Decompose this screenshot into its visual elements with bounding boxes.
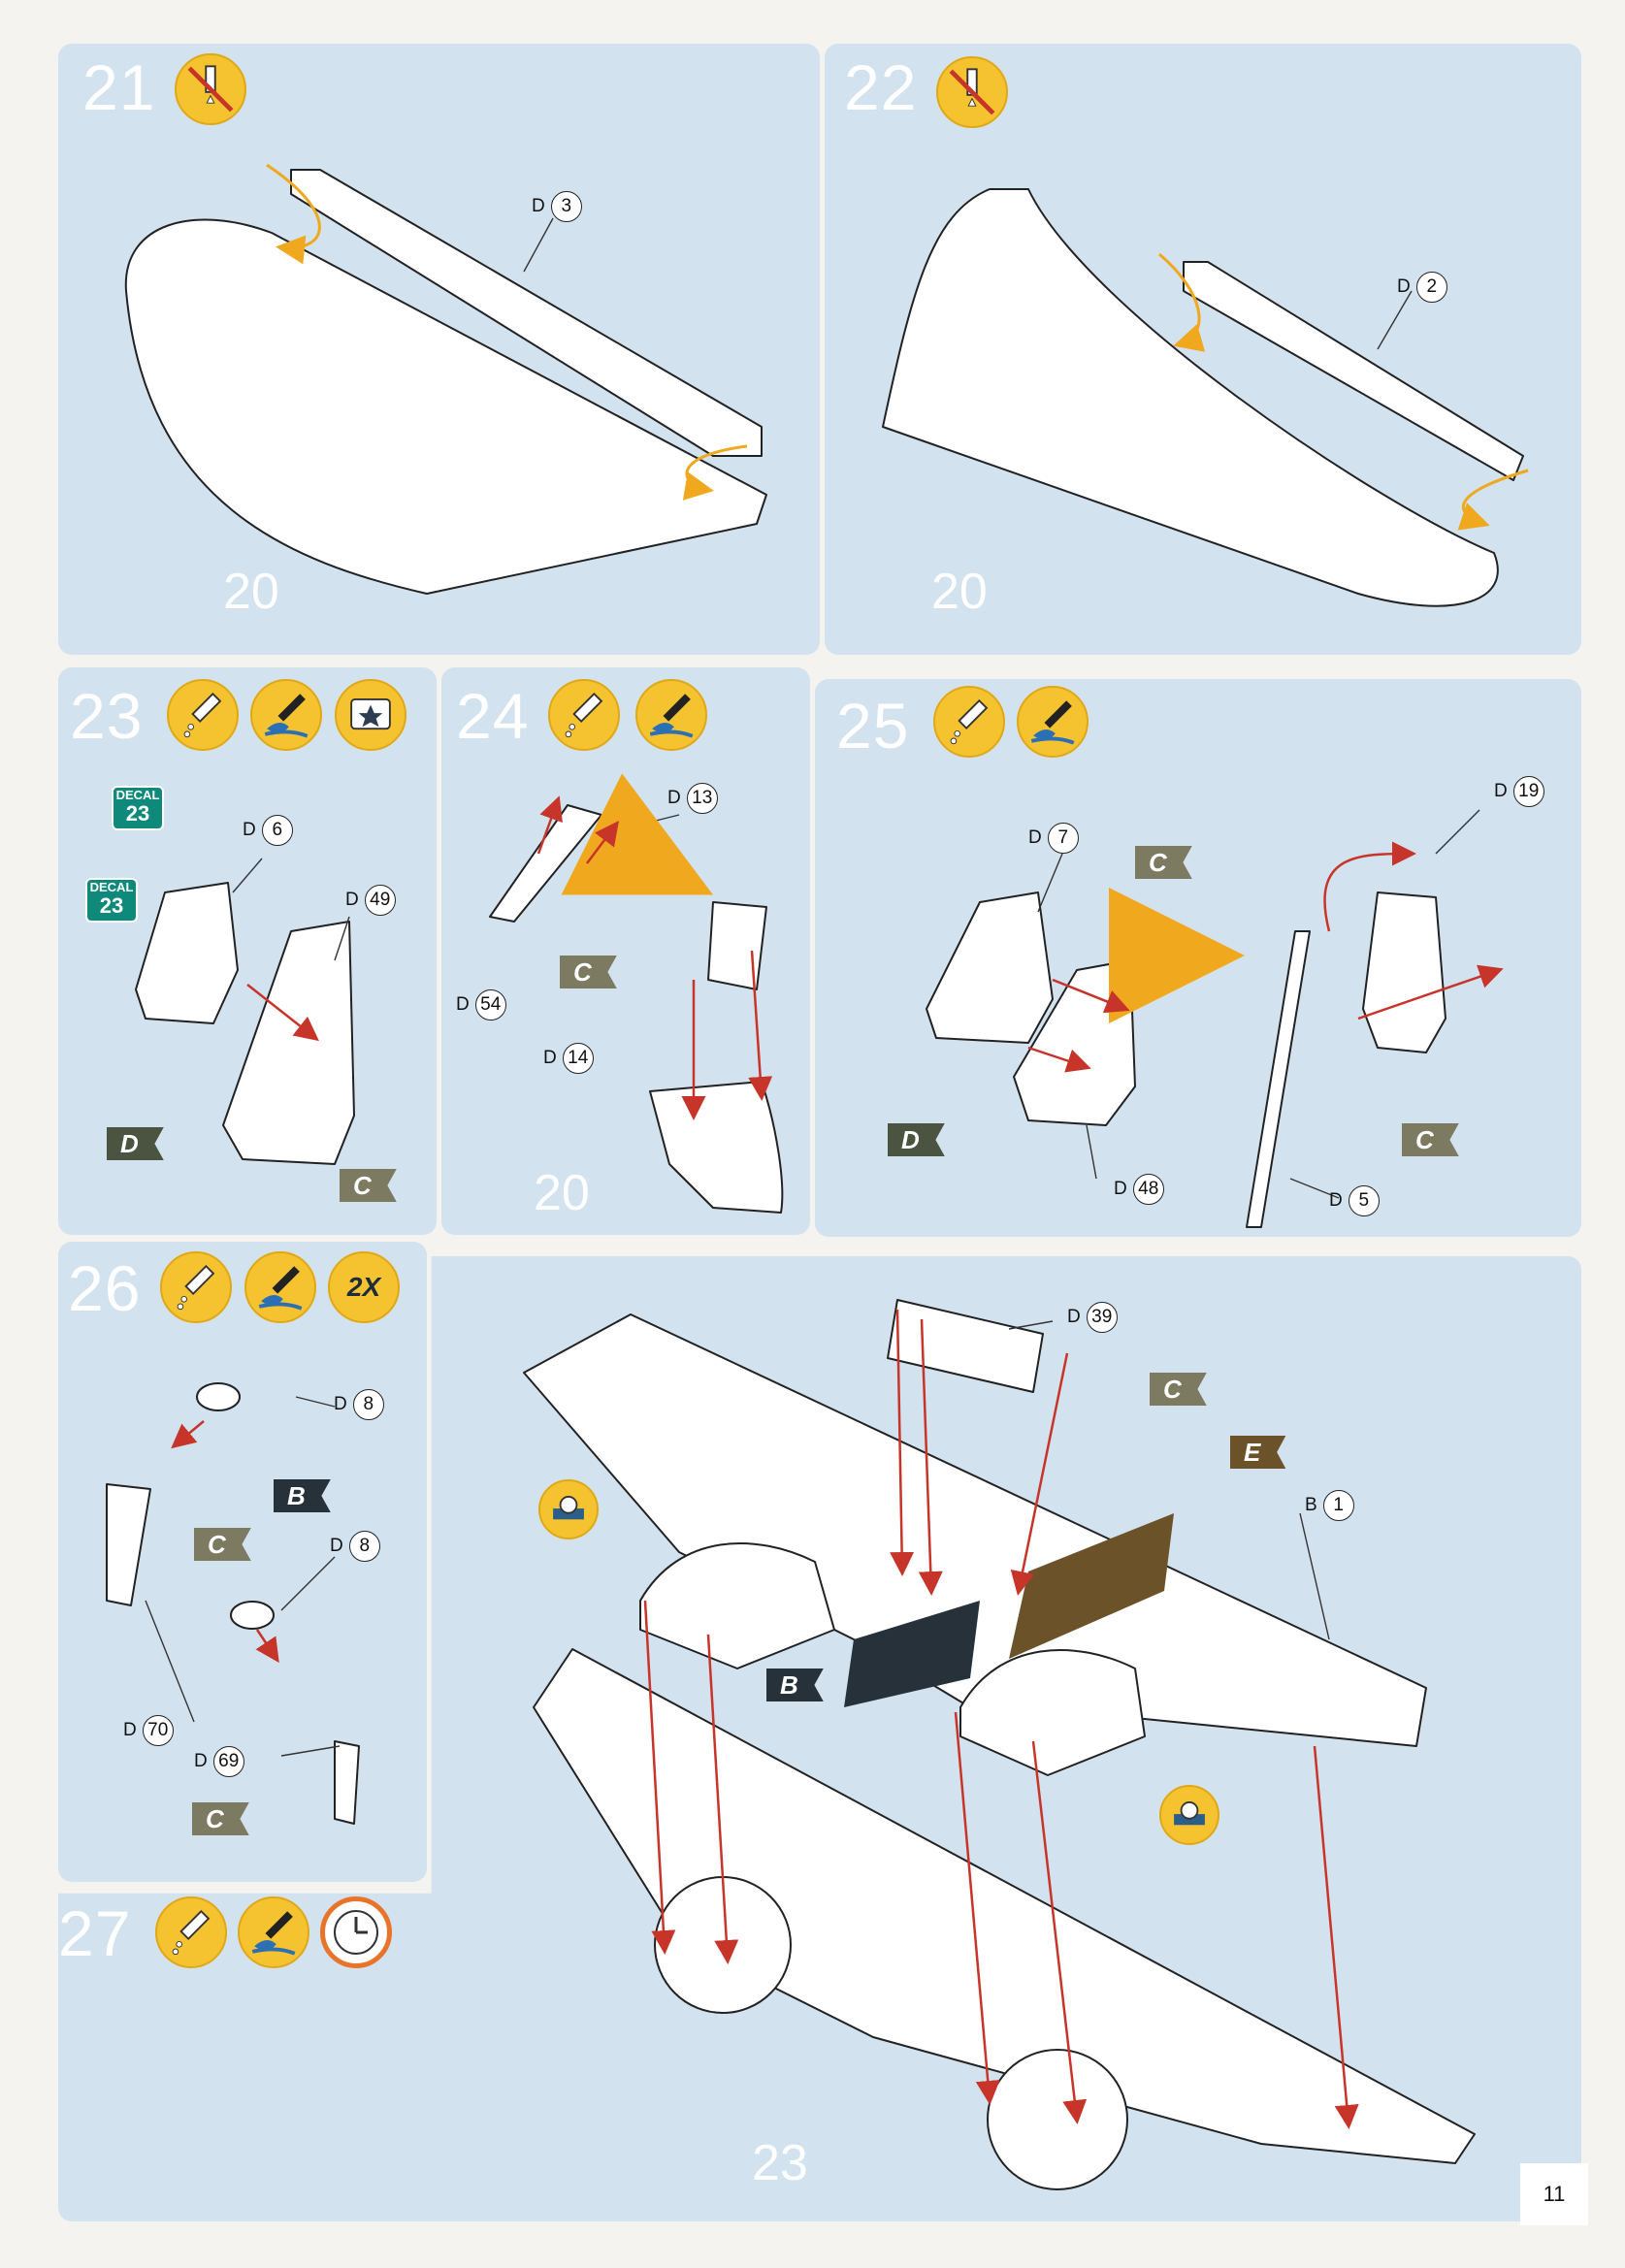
frame-d54 (489, 804, 602, 923)
sprue-flag: C (340, 1169, 397, 1202)
rod-d70 (106, 1483, 151, 1606)
sprue-flag: B (766, 1669, 824, 1701)
tape-icon (538, 1479, 599, 1539)
wing-tip-left (124, 218, 767, 595)
seat-d7 (926, 891, 1054, 1044)
page-number: 11 (1520, 2163, 1588, 2225)
sprue-flag: D (107, 1127, 164, 1160)
armor-plate-d39 (887, 1299, 1044, 1393)
subassembly-label: 20 (223, 564, 279, 620)
engine-nacelle-right (959, 1649, 1146, 1776)
rod-d69 (334, 1740, 360, 1825)
engine-right (987, 2049, 1128, 2190)
glue-icon (167, 679, 239, 751)
no-glue-icon (936, 56, 1008, 128)
paint-brush-icon (244, 1251, 316, 1323)
paint-brush-icon (635, 679, 707, 751)
badge-2x-text: 2X (346, 1272, 381, 1302)
sprue-flag: C (1402, 1123, 1459, 1156)
seat-d49 (222, 921, 355, 1165)
floor-plate-b (844, 1601, 980, 1707)
step-number-25: 25 (836, 690, 910, 761)
glue-icon (160, 1251, 232, 1323)
sprue-flag: C (1135, 846, 1192, 879)
seat-armor-d19 (1362, 891, 1446, 1053)
step-number-27: 27 (58, 1897, 132, 1969)
sprue-flag: D (888, 1123, 945, 1156)
subassembly-label: 20 (931, 564, 988, 620)
sprue-flag: C (192, 1802, 249, 1835)
sprue-flag: E (1230, 1436, 1286, 1469)
sprue-flag: C (1150, 1373, 1207, 1406)
sprue-flag: C (560, 956, 617, 988)
floor-plate-e (1009, 1513, 1174, 1659)
decal-icon (335, 679, 406, 751)
seat-back-20 (649, 1081, 784, 1214)
subassembly-label: 20 (534, 1165, 590, 1221)
multiplier-badge: 2X (328, 1251, 400, 1323)
sprue-flag: C (194, 1528, 251, 1561)
tape-icon (1159, 1785, 1219, 1845)
no-glue-icon (175, 53, 246, 125)
step-number-24: 24 (456, 680, 530, 752)
clock-dry-icon (320, 1896, 392, 1968)
seat-d6 (135, 882, 239, 1024)
glue-icon (548, 679, 620, 751)
step-number-22: 22 (844, 51, 918, 123)
glue-icon (933, 686, 1005, 758)
glue-icon (155, 1896, 227, 1968)
paint-brush-icon (250, 679, 322, 751)
paint-brush-icon (1017, 686, 1089, 758)
sprue-flag: B (274, 1479, 331, 1512)
paint-brush-icon (238, 1896, 309, 1968)
step-number-21: 21 (82, 51, 156, 123)
engine-nacelle-left (639, 1542, 835, 1669)
wing-tip-right (882, 188, 1499, 607)
step-number-26: 26 (68, 1252, 142, 1324)
subassembly-label: 23 (752, 2135, 808, 2191)
step-number-23: 23 (70, 680, 144, 752)
